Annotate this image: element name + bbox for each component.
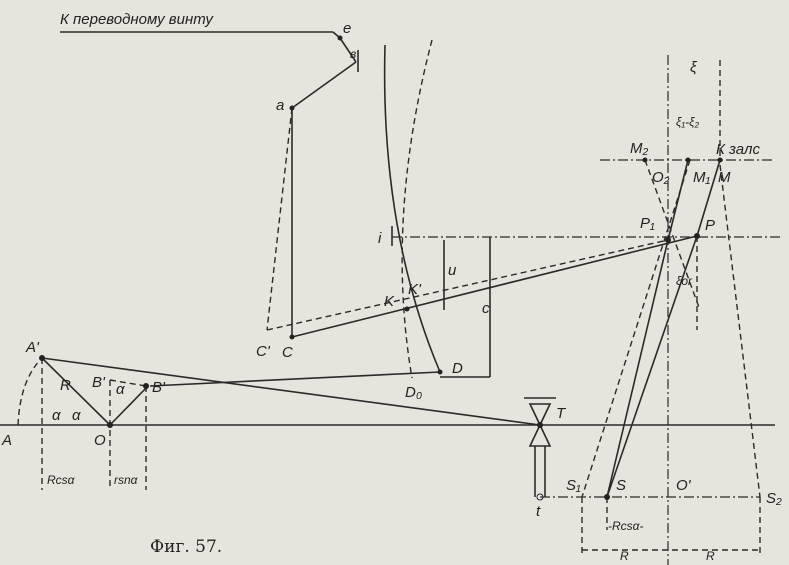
label-xi-or: ξor: [676, 274, 693, 288]
label-i: i: [378, 230, 382, 247]
label-xi-diff: ξ₁-ξ₂: [676, 115, 700, 129]
label-M: M: [718, 169, 731, 186]
label-xi: ξ: [690, 59, 698, 76]
dim-rcos-right: -Rcsα-: [608, 519, 644, 533]
label-b: в: [350, 47, 356, 61]
label-S: S: [616, 477, 626, 494]
label-D: D: [452, 360, 463, 377]
label-O-prime: O': [676, 477, 692, 494]
label-alpha-1: α: [52, 407, 61, 424]
label-O: O: [94, 432, 106, 449]
label-P: P: [705, 217, 715, 234]
figure-caption: Фиг. 57.: [150, 537, 222, 557]
rod-a-C-prime: [266, 107, 293, 331]
label-R: R: [60, 377, 71, 394]
arc-dashed: [401, 39, 433, 379]
label-B: B': [92, 374, 106, 391]
arc-solid: [383, 44, 441, 373]
label-B-prime: B': [152, 379, 166, 396]
dim-rcos-left: Rcsα: [47, 473, 76, 487]
label-alpha-3: α: [116, 381, 125, 398]
label-K-prime: K': [408, 281, 422, 298]
line-A-T: [41, 357, 541, 426]
dim-rsin: rsnα: [114, 473, 139, 487]
label-C-prime: C': [256, 343, 271, 360]
label-M2: M₂: [630, 140, 648, 157]
label-alpha-2: α: [72, 407, 81, 424]
label-A: A: [1, 432, 12, 449]
label-a: a: [276, 97, 284, 114]
top-label: К переводному винту: [60, 11, 214, 28]
label-D0: D₀: [405, 384, 422, 401]
label-u: u: [448, 262, 457, 279]
label-T: T: [556, 405, 567, 422]
label-e: e: [343, 20, 351, 37]
link-e-b: [339, 37, 357, 63]
label-A-prime: A': [25, 339, 40, 356]
label-M1: M₁: [693, 169, 710, 186]
label-c: c: [482, 300, 490, 317]
link-b-a: [291, 61, 357, 109]
right-label: К залс: [716, 141, 760, 158]
label-t: t: [536, 503, 541, 520]
dim-R2: R: [706, 549, 715, 563]
label-O2: O₂: [652, 169, 670, 186]
label-C: C: [282, 344, 293, 361]
line-B-D: [149, 371, 441, 387]
label-K: K: [384, 293, 395, 310]
line-Cp-P1: [266, 239, 669, 331]
label-S2: S₂: [766, 490, 782, 507]
dim-R1: R: [620, 549, 629, 563]
line-C-P: [291, 235, 698, 338]
label-S1: S₁: [566, 477, 581, 494]
label-P1: P₁: [640, 215, 655, 232]
